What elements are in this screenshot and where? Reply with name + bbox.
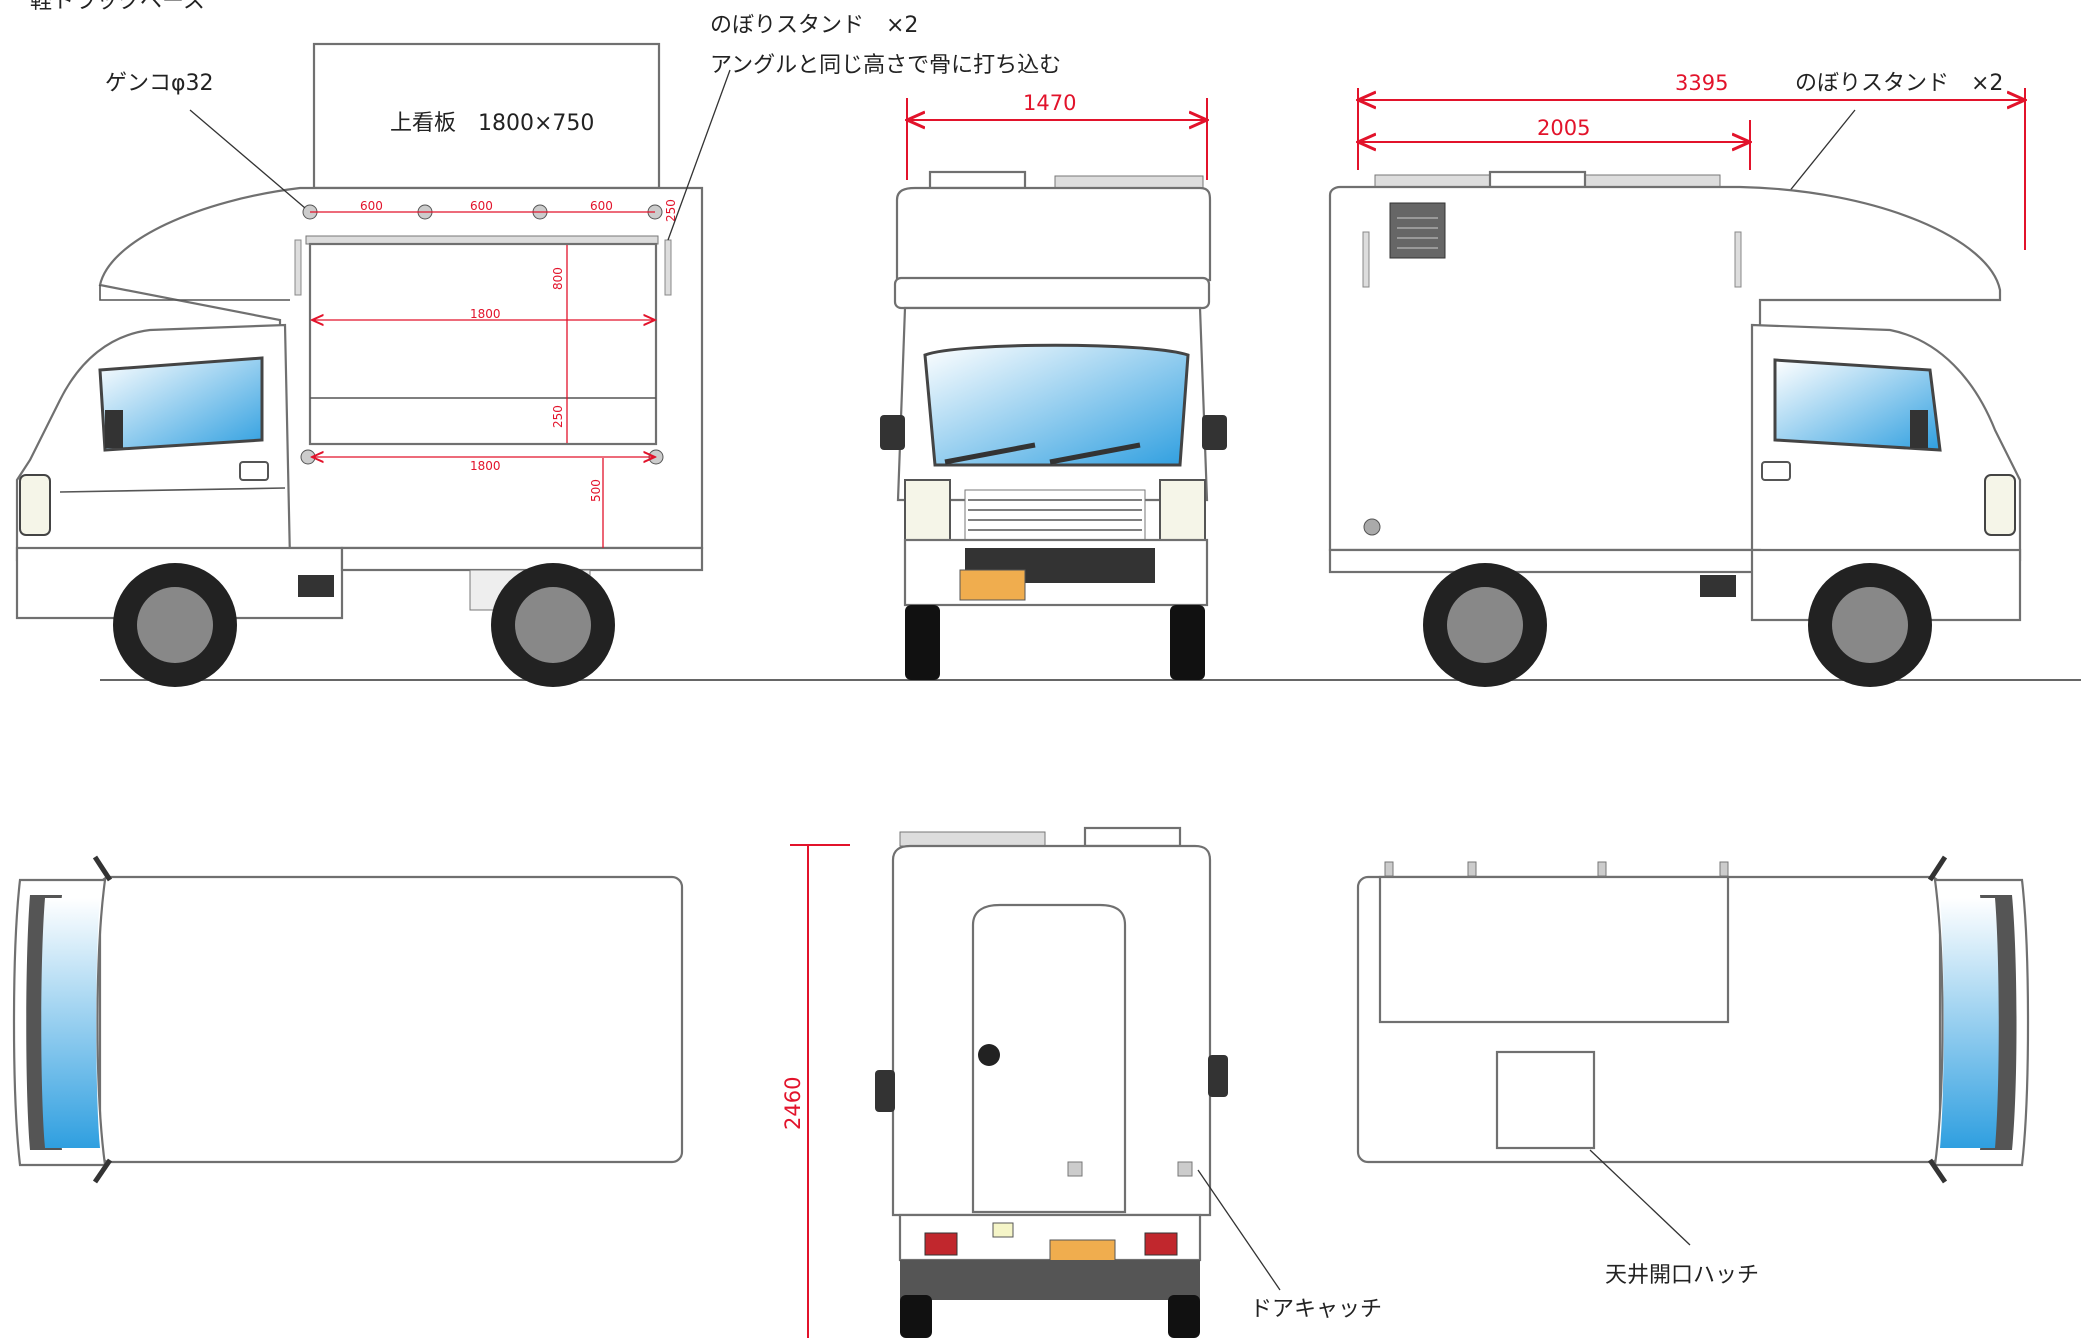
opening-height: 800 [551, 267, 565, 290]
genko-spacing-2: 600 [470, 199, 493, 213]
counter-to-floor: 500 [589, 479, 603, 502]
opening-width-top: 1800 [470, 307, 501, 321]
overall-length-dim: 3395 [1675, 71, 1728, 95]
side-view-right: 3395 2005 のぼりスタンド ×2 [1328, 71, 2025, 687]
front-view: 1470 [880, 91, 1227, 680]
roof-hatch-label: 天井開口ハッチ [1605, 1263, 1759, 1288]
side-window-right [1773, 358, 1942, 452]
front-width-dim: 1470 [1023, 91, 1076, 115]
genko-spacing-3: 600 [590, 199, 613, 213]
angle-note-label: アングルと同じ高さで骨に打ち込む [710, 53, 1061, 78]
box-length-dim: 2005 [1537, 116, 1590, 140]
windshield [923, 343, 1190, 467]
roof-awning [1378, 875, 1730, 1024]
door-catch-label: ドアキャッチ [1250, 1297, 1382, 1322]
overall-height-dim: 2460 [781, 1077, 805, 1130]
genko-top-offset: 250 [664, 199, 678, 222]
side-window-left [98, 356, 264, 452]
top-view-left [12, 855, 684, 1184]
counter-height: 250 [551, 405, 565, 428]
nobori-stand-front-label: のぼりスタンド ×2 [710, 13, 918, 38]
top-left-caption: 軽トラックベース [30, 0, 205, 14]
side-view-left: 上看板 1800×750 600 [15, 42, 731, 687]
genko-label: ゲンコφ32 [105, 71, 214, 96]
rear-view: 2460 ドアキャッチ [781, 826, 1382, 1338]
opening-width-bottom: 1800 [470, 459, 501, 473]
top-view-right: 天井開口ハッチ [1356, 855, 2030, 1288]
roof-hatch [1495, 1050, 1596, 1150]
nobori-stand-side-label: のぼりスタンド ×2 [1795, 71, 2003, 96]
sign-board-label: 上看板 1800×750 [390, 111, 594, 136]
genko-spacing-1: 600 [360, 199, 383, 213]
